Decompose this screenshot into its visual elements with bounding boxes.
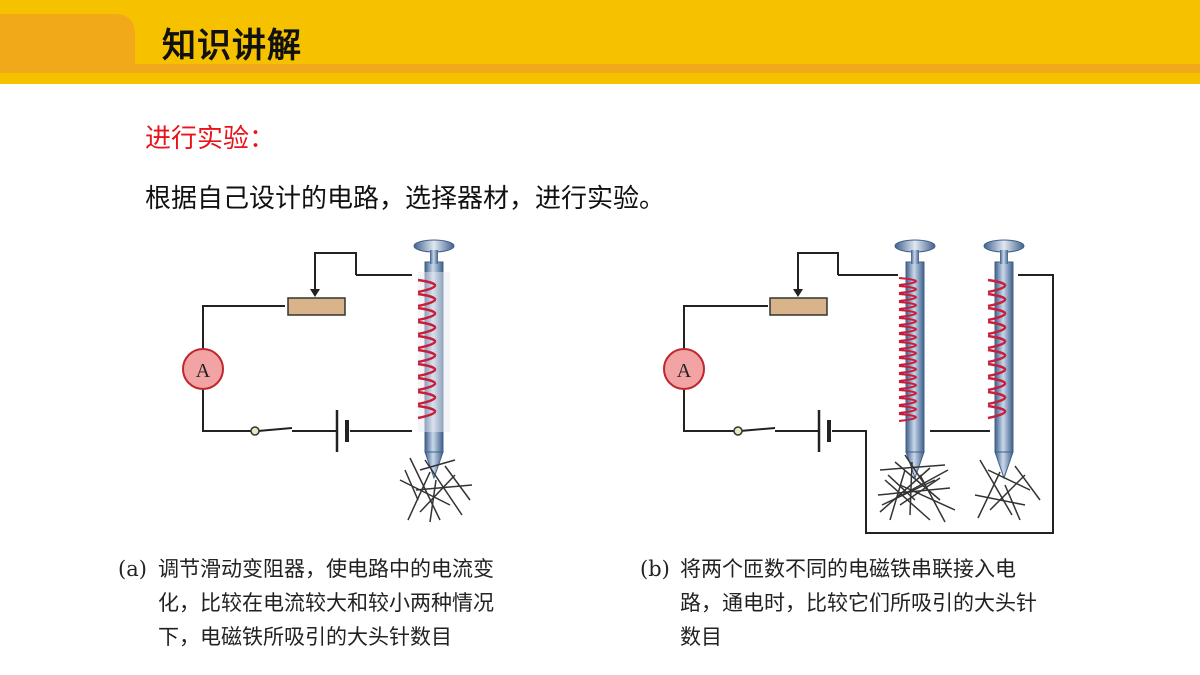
pins-b-many [877, 454, 956, 523]
caption-line: 数目 [680, 625, 722, 649]
header-tab [0, 14, 135, 64]
nail-neck [911, 250, 919, 264]
ammeter-label: A [196, 360, 211, 382]
caption-a: (a) 调节滑动变阻器，使电路中的电流变 化，比较在电流较大和较小两种情况 下，电… [118, 552, 568, 654]
caption-line: 下，电磁铁所吸引的大头针数目 [158, 625, 452, 649]
circuit-wires-a [202, 252, 412, 432]
caption-line: 将两个匝数不同的电磁铁串联接入电 [680, 557, 1016, 581]
electromagnet-b-many-turns [894, 239, 936, 480]
ammeter-label: A [677, 360, 692, 382]
nail-neck [430, 250, 438, 264]
page-title: 知识讲解 [162, 26, 302, 66]
pins-a [399, 457, 473, 523]
switch-b [733, 426, 743, 436]
header: 知识讲解 [0, 0, 1200, 84]
ammeter-a: A [182, 348, 224, 390]
caption-tag: (a) [118, 557, 147, 581]
battery-b [817, 410, 831, 452]
coil-winding [987, 278, 1007, 420]
nail-tip [994, 451, 1014, 480]
diagram-a: A [182, 239, 473, 523]
caption-line: 路，通电时，比较它们所吸引的大头针 [680, 591, 1037, 615]
electromagnet-b-few-turns [983, 239, 1025, 480]
battery-a [335, 410, 349, 452]
nail-tip [905, 451, 925, 480]
caption-line: 调节滑动变阻器，使电路中的电流变 [158, 557, 494, 581]
header-strip-lower [0, 73, 1200, 84]
switch-a [250, 426, 260, 436]
caption-b: (b) 将两个匝数不同的电磁铁串联接入电 路，通电时，比较它们所吸引的大头针 数目 [640, 552, 1090, 654]
ammeter-b: A [663, 348, 705, 390]
diagram-b: A [663, 239, 1054, 534]
pins-b-few [974, 459, 1041, 521]
caption-line: 化，比较在电流较大和较小两种情况 [158, 591, 494, 615]
rheostat-slider-arrow [793, 289, 803, 297]
coil-winding [898, 277, 917, 422]
rheostat [287, 297, 346, 316]
instruction-text: 根据自己设计的电路，选择器材，进行实验。 [145, 184, 666, 214]
nail-neck [1000, 250, 1008, 264]
header-strip [0, 64, 1200, 73]
circuit-wires-b [683, 252, 1054, 534]
coil-winding [417, 278, 437, 420]
section-subtitle: 进行实验： [145, 124, 276, 154]
electromagnet-a [413, 239, 455, 480]
header-bar [0, 0, 1200, 64]
rheostat [769, 297, 828, 316]
caption-tag: (b) [640, 557, 670, 581]
rheostat-slider-arrow [310, 289, 320, 297]
